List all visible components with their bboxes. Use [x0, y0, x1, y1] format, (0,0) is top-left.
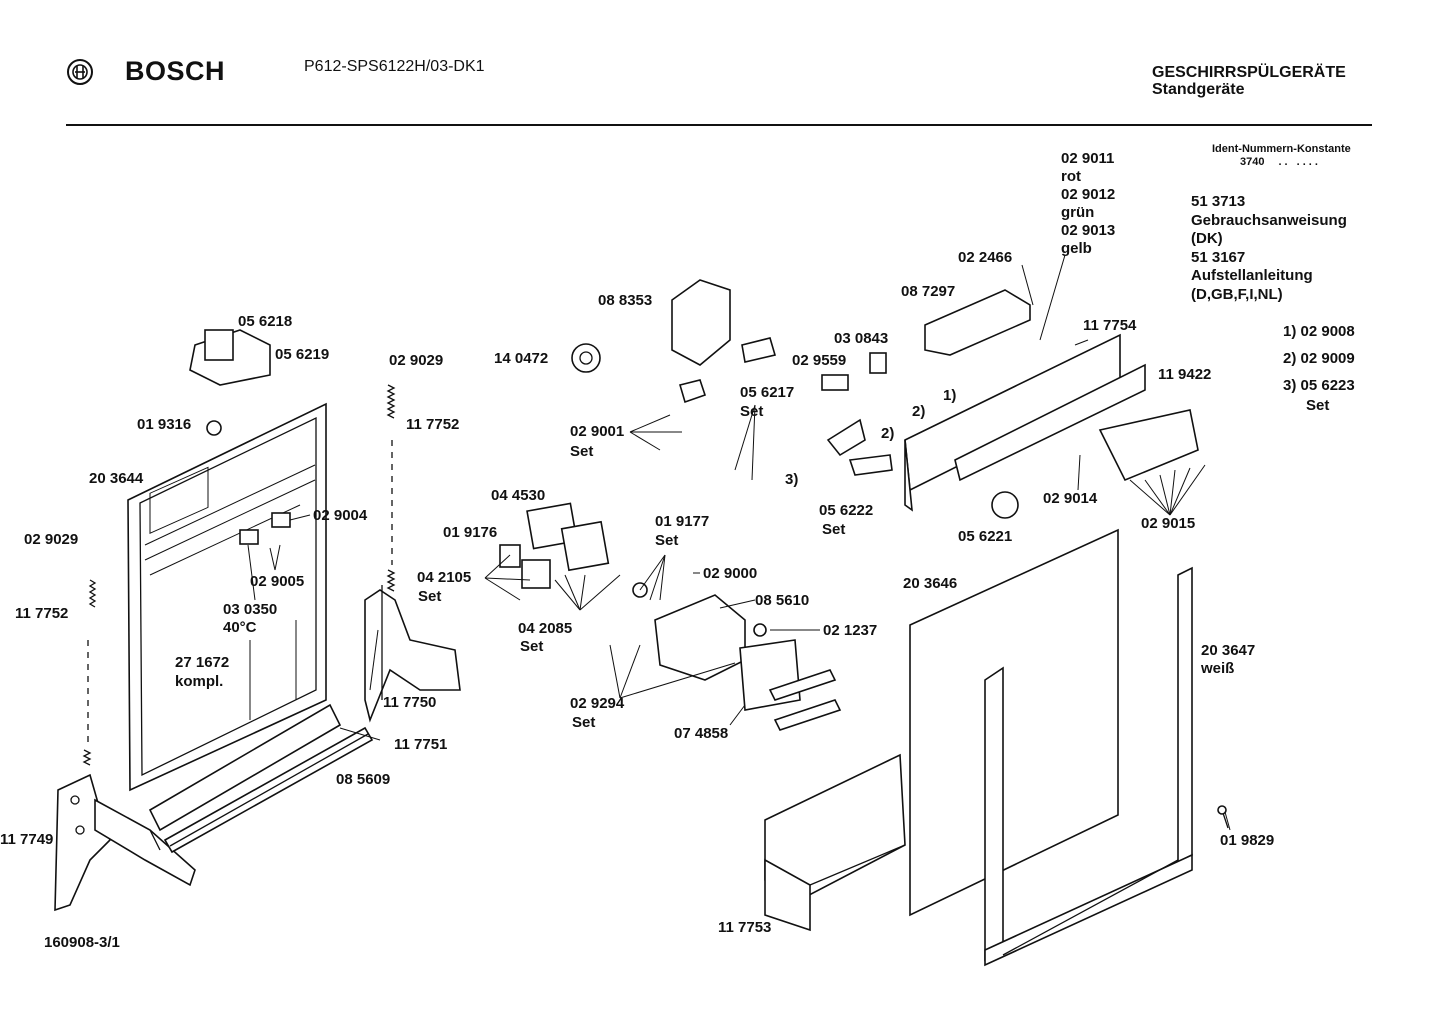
- dispenser-part: [499, 502, 842, 731]
- latch-part: [189, 329, 291, 545]
- part-label: 02 9012: [1061, 186, 1116, 203]
- hinge-right-part: [364, 585, 461, 723]
- hinge-left-part: [54, 773, 196, 912]
- part-label: 02 9559: [792, 352, 847, 369]
- part-label: Set: [418, 588, 442, 605]
- part-label: weiß: [1201, 660, 1235, 677]
- part-label: 40°C: [223, 619, 257, 636]
- part-label: 08 7297: [901, 283, 956, 300]
- doc-line: 51 3167: [1191, 248, 1246, 266]
- part-label: 20 3644: [89, 470, 144, 487]
- screw-part: [1217, 805, 1229, 829]
- footnote-2: 2) 02 9009: [1283, 350, 1355, 367]
- header-divider: [66, 124, 1372, 126]
- part-label: 05 6222: [819, 502, 874, 519]
- part-label: 11 7751: [394, 736, 448, 753]
- part-label: 08 5609: [336, 771, 391, 788]
- part-label: 11 7754: [1083, 317, 1137, 334]
- brand-name: BOSCH: [125, 56, 226, 86]
- part-label: 01 9316: [137, 416, 192, 433]
- part-label: Set: [740, 403, 764, 420]
- side-panel-left-part: [909, 528, 1119, 917]
- part-label: 11 7753: [718, 919, 772, 936]
- part-label: 20 3646: [903, 575, 958, 592]
- part-label: Set: [520, 638, 544, 655]
- part-label: 11 7752: [406, 416, 460, 433]
- part-label: 02 9015: [1141, 515, 1196, 532]
- footnote-marker: 2): [912, 403, 926, 420]
- part-label: 02 9029: [389, 352, 444, 369]
- part-label: 02 9294: [570, 695, 625, 712]
- part-label: 01 9829: [1220, 832, 1275, 849]
- part-label: 07 4858: [674, 725, 729, 742]
- diagram-code: 160908-3/1: [44, 934, 120, 951]
- footnote-marker: 1): [943, 387, 957, 404]
- footnote-1: 1) 02 9008: [1283, 323, 1355, 340]
- part-label: 04 2105: [417, 569, 472, 586]
- part-label: 02 1237: [823, 622, 878, 639]
- part-label: 02 9005: [250, 573, 305, 590]
- part-label: 08 8353: [598, 292, 653, 309]
- control-panel-part: [821, 289, 1199, 519]
- leader-lines: [247, 254, 1231, 831]
- ident-title: Ident-Nummern-Konstante: [1212, 143, 1351, 155]
- bosch-logo-icon: [67, 59, 93, 85]
- part-label: 11 7750: [383, 694, 437, 711]
- part-label: 04 2085: [518, 620, 573, 637]
- handle-strip-part: [148, 703, 374, 854]
- ident-value: 3740.. ....: [1240, 156, 1321, 168]
- doc-line: (DK): [1191, 230, 1223, 248]
- part-label: Set: [570, 443, 594, 460]
- doc-line: (D,GB,F,I,NL): [1191, 285, 1283, 303]
- part-label: 27 1672: [175, 654, 230, 671]
- doc-line: Gebrauchsanweisung: [1191, 211, 1347, 229]
- part-label: grün: [1061, 204, 1095, 221]
- model-number: P612-SPS6122H/03-DK1: [304, 58, 485, 75]
- part-label: rot: [1061, 168, 1081, 185]
- part-label: 05 6218: [238, 313, 293, 330]
- part-label: kompl.: [175, 673, 224, 690]
- part-label: 01 9176: [443, 524, 498, 541]
- part-label: 05 6221: [958, 528, 1013, 545]
- part-label: 02 9029: [24, 531, 79, 548]
- part-label: 04 4530: [491, 487, 546, 504]
- timer-part: [571, 279, 777, 404]
- part-label: 02 2466: [958, 249, 1013, 266]
- footnote-3-note: Set: [1306, 397, 1330, 414]
- part-label: 02 9014: [1043, 490, 1098, 507]
- footnote-marker: 2): [881, 425, 895, 442]
- part-label: 14 0472: [494, 350, 549, 367]
- part-label: 02 9000: [703, 565, 758, 582]
- part-label: 11 7749: [0, 831, 54, 848]
- part-label: gelb: [1061, 240, 1092, 257]
- part-label: 11 7752: [15, 605, 69, 622]
- part-label: 03 0350: [223, 601, 278, 618]
- part-label: 02 9004: [313, 507, 368, 524]
- documents-list: 51 3713 Gebrauchsanweisung (DK) 51 3167 …: [1191, 193, 1347, 305]
- category-title: GESCHIRRSPÜLGERÄTE: [1152, 64, 1346, 81]
- footnote-marker: 3): [785, 471, 799, 488]
- part-label: Set: [655, 532, 679, 549]
- doc-line: 51 3713: [1191, 193, 1246, 210]
- spring-part: [82, 384, 396, 766]
- part-label: 02 9013: [1061, 222, 1116, 239]
- part-label: 05 6219: [275, 346, 330, 363]
- part-label: Set: [572, 714, 596, 731]
- part-label: 05 6217: [740, 384, 795, 401]
- door-frame-part: [127, 402, 327, 792]
- part-label: 20 3647: [1201, 642, 1256, 659]
- doc-line: Aufstellanleitung: [1191, 267, 1313, 285]
- plinth-part: [764, 753, 906, 932]
- part-label: 08 5610: [755, 592, 810, 609]
- part-label: 01 9177: [655, 513, 710, 530]
- part-label: 02 9011: [1061, 150, 1115, 167]
- part-label: 11 9422: [1158, 366, 1212, 383]
- part-label: Set: [822, 521, 846, 538]
- footnote-3: 3) 05 6223: [1283, 377, 1355, 394]
- side-panel-right-part: [984, 566, 1193, 967]
- part-label: 02 9001: [570, 423, 625, 440]
- part-label: 03 0843: [834, 330, 889, 347]
- subcategory-title: Standgeräte: [1152, 81, 1245, 98]
